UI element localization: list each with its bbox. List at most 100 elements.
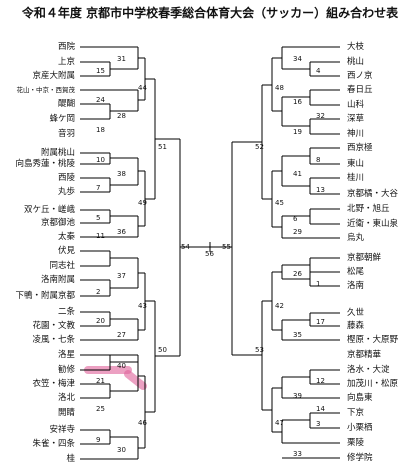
- team-name: 洛北: [57, 393, 75, 403]
- match-number: 32: [316, 112, 325, 120]
- match-number: 55: [222, 243, 231, 251]
- team-name: 山科: [347, 100, 365, 110]
- team-name: 西院: [57, 42, 75, 52]
- match-number: 39: [293, 392, 302, 400]
- match-number: 31: [117, 55, 126, 63]
- team-name: 大枝: [347, 42, 365, 52]
- team-name: 京都朝鮮: [347, 253, 382, 263]
- match-number: 29: [293, 228, 302, 236]
- team-name: 向島東: [347, 393, 373, 403]
- match-number: 44: [138, 84, 147, 92]
- team-name: 安祥寺: [49, 425, 75, 435]
- match-number: 37: [117, 272, 126, 280]
- match-number: 19: [293, 128, 302, 136]
- team-name: 東山: [347, 159, 365, 169]
- team-name: 樫原・大原野: [347, 335, 399, 345]
- match-number: 3: [316, 420, 321, 428]
- team-name: 西陵: [57, 173, 75, 183]
- match-number: 30: [117, 446, 126, 454]
- match-number: 27: [117, 331, 126, 339]
- team-name: 京都御池: [40, 218, 75, 228]
- match-number: 52: [255, 143, 264, 151]
- team-name: 蜂ケ岡: [49, 114, 75, 124]
- match-number: 28: [117, 112, 126, 120]
- match-number: 1: [316, 280, 321, 288]
- team-name: 京都橘・大谷: [347, 189, 399, 199]
- team-name: 下鴨・附属京都: [15, 291, 75, 301]
- team-name: 修学院: [347, 453, 373, 463]
- match-number: 15: [96, 67, 105, 75]
- team-name: 桂: [66, 454, 75, 464]
- match-number: 11: [96, 232, 105, 240]
- match-number: 7: [96, 184, 101, 192]
- match-number: 38: [117, 170, 126, 178]
- team-name: 桂川: [347, 173, 365, 183]
- team-name: 凌風・七条: [32, 335, 75, 345]
- match-number: 40: [117, 362, 126, 370]
- team-name: 開睛: [57, 408, 75, 418]
- team-name: 桃山: [347, 57, 365, 67]
- team-name: 同志社: [49, 261, 75, 271]
- team-name: 加茂川・松原: [347, 379, 399, 389]
- team-name: 京都精華: [347, 350, 382, 360]
- match-number: 47: [275, 419, 284, 427]
- match-number: 12: [316, 377, 325, 385]
- team-name: 附属桃山: [40, 148, 75, 158]
- match-number: 6: [293, 215, 298, 223]
- team-name: 烏丸: [347, 233, 365, 243]
- team-name: 上京: [57, 57, 75, 67]
- team-name: 朱雀・四条: [32, 439, 75, 449]
- match-number: 5: [96, 214, 101, 222]
- match-number: 42: [275, 302, 284, 310]
- match-number: 13: [316, 186, 325, 194]
- team-name: 小栗栖: [347, 423, 373, 433]
- highlight-mark: [124, 370, 147, 390]
- match-number: 53: [255, 346, 264, 354]
- match-number: 33: [293, 450, 302, 458]
- team-name: 太秦: [57, 232, 75, 242]
- team-name: 勧修: [57, 365, 75, 375]
- match-number: 8: [316, 156, 321, 164]
- team-name: 伏見: [57, 246, 75, 256]
- team-name: 洛星: [57, 350, 75, 360]
- team-name: 栗陵: [347, 438, 365, 448]
- team-name: 下京: [347, 408, 365, 418]
- team-name: 音羽: [57, 129, 75, 139]
- match-number: 18: [96, 126, 105, 134]
- team-name: 西京極: [347, 143, 373, 153]
- team-name: 双ケ丘・嵯峨: [23, 205, 75, 215]
- team-name: 二条: [57, 307, 75, 317]
- match-number: 35: [293, 331, 302, 339]
- team-name: 西ノ京: [347, 71, 373, 81]
- match-number: 24: [96, 96, 105, 104]
- page-title: 令和４年度 京都市中学校春季総合体育大会（サッカー）組み合わせ表: [21, 6, 399, 20]
- team-name: 京産大附属: [32, 71, 75, 81]
- team-name: 久世: [347, 308, 365, 318]
- match-number: 46: [138, 419, 147, 427]
- match-number: 16: [293, 98, 302, 106]
- team-name: 洛水・大淀: [347, 365, 390, 375]
- match-number: 41: [293, 170, 302, 178]
- match-number: 25: [96, 405, 105, 413]
- team-name: 近衛・東山泉: [347, 219, 399, 229]
- team-name: 醍醐: [57, 99, 75, 109]
- match-number: 20: [96, 317, 105, 325]
- match-number: 26: [293, 270, 302, 278]
- match-number: 2: [96, 288, 101, 296]
- team-name: 松尾: [347, 267, 365, 277]
- team-name: 神川: [347, 129, 365, 139]
- match-number: 45: [275, 199, 284, 207]
- match-number: 43: [138, 302, 147, 310]
- match-number: 54: [181, 243, 190, 251]
- match-number: 34: [293, 55, 302, 63]
- match-number: 14: [316, 405, 325, 413]
- team-name: 藤森: [347, 321, 365, 331]
- team-name: 花園・文教: [32, 321, 75, 331]
- team-name: 丸歩: [57, 187, 75, 197]
- match-number: 4: [316, 67, 321, 75]
- match-number: 17: [316, 318, 325, 326]
- match-number: 49: [138, 199, 147, 207]
- team-name: 洛南附属: [40, 275, 75, 285]
- team-name: 北野・旭丘: [347, 204, 390, 214]
- match-number: 56: [205, 250, 214, 258]
